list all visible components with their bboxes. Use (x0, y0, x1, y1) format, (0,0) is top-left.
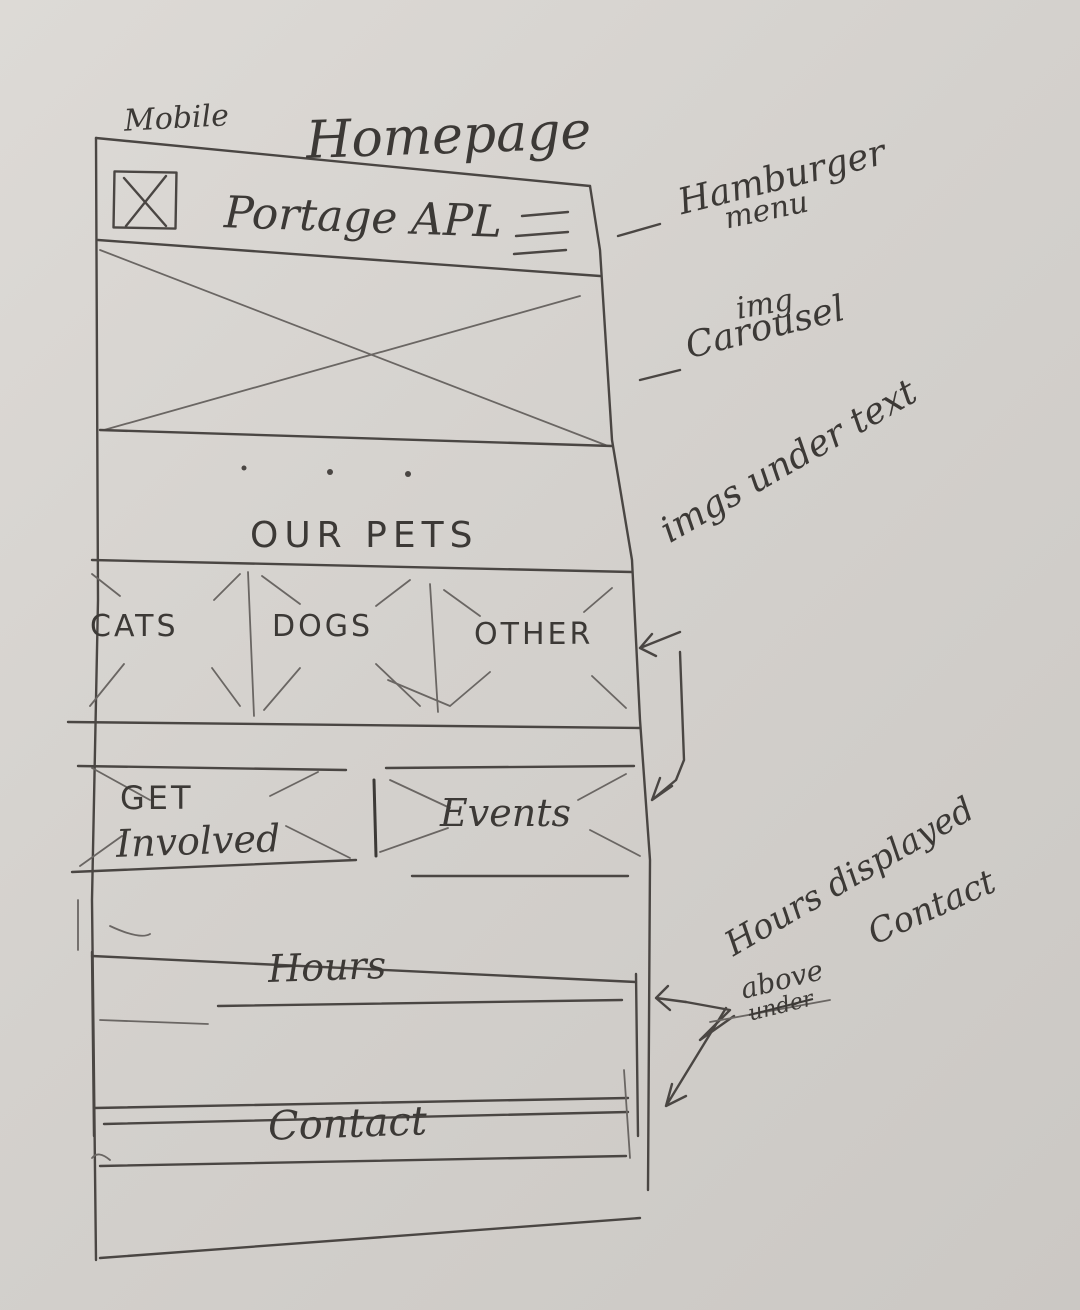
cta-events-top (384, 764, 636, 770)
logo-placeholder-box (112, 170, 178, 230)
carousel-bottom-divider (98, 428, 614, 448)
cta-get-bottom (70, 858, 358, 874)
tile-other-x (387, 587, 627, 709)
carousel-annotation-line (638, 368, 682, 382)
pets-bottom-divider (66, 720, 642, 730)
title-homepage: Homepage (305, 101, 593, 171)
hours-band (99, 1019, 209, 1025)
our-pets-heading: OUR PETS (250, 515, 479, 556)
hours-arrow-zig (684, 1000, 736, 1042)
our-pets-divider (90, 558, 634, 574)
header-divider (96, 238, 602, 278)
contact-right-bracket (623, 1069, 631, 1159)
hamburger-icon[interactable] (512, 210, 570, 256)
cta-get-line1[interactable]: GET (120, 779, 194, 817)
under-strike (709, 999, 831, 1023)
hours-label: Hours (267, 942, 387, 992)
hamburger-annotation-line (616, 222, 662, 238)
logo-placeholder-x (122, 174, 168, 228)
contact-bottom (98, 1154, 628, 1168)
footer-scribble (109, 925, 151, 937)
cta-get-line2[interactable]: Involved (115, 816, 281, 866)
tile-divider-2 (429, 583, 439, 713)
hours-arrow-1 (654, 984, 688, 1012)
site-name[interactable]: Portage APL (223, 187, 503, 248)
cta-get-x (79, 767, 351, 867)
imgs-arrow (638, 630, 682, 658)
tile-other[interactable]: OTHER (474, 617, 594, 652)
contact-label: Contact (267, 1098, 428, 1150)
phone-frame-top (94, 136, 592, 188)
cta-divider (372, 778, 378, 858)
contact-bracket-small (91, 1153, 111, 1161)
cta-events[interactable]: Events (440, 791, 571, 835)
tile-dogs[interactable]: DOGS (272, 609, 374, 644)
cta-events-x (379, 773, 641, 857)
hours-underline (216, 998, 624, 1008)
hours-bottom (92, 1096, 630, 1110)
hours-box-top (90, 954, 638, 984)
carousel-dots[interactable] (241, 465, 412, 478)
hours-box-right (634, 972, 640, 1138)
cta-get-top (76, 764, 348, 772)
tile-divider-1 (247, 571, 255, 717)
tile-cats-x (89, 573, 241, 707)
phone-frame-right (588, 184, 652, 1192)
carousel-x (99, 249, 609, 447)
hours-box-left (90, 950, 96, 1138)
tile-dogs-x (261, 575, 421, 711)
phone-frame-bottom (98, 1216, 642, 1260)
title-mobile: Mobile (123, 98, 230, 139)
imgs-arrow-2 (650, 650, 686, 802)
tile-cats[interactable]: CATS (90, 609, 179, 644)
contact-top (102, 1110, 630, 1126)
